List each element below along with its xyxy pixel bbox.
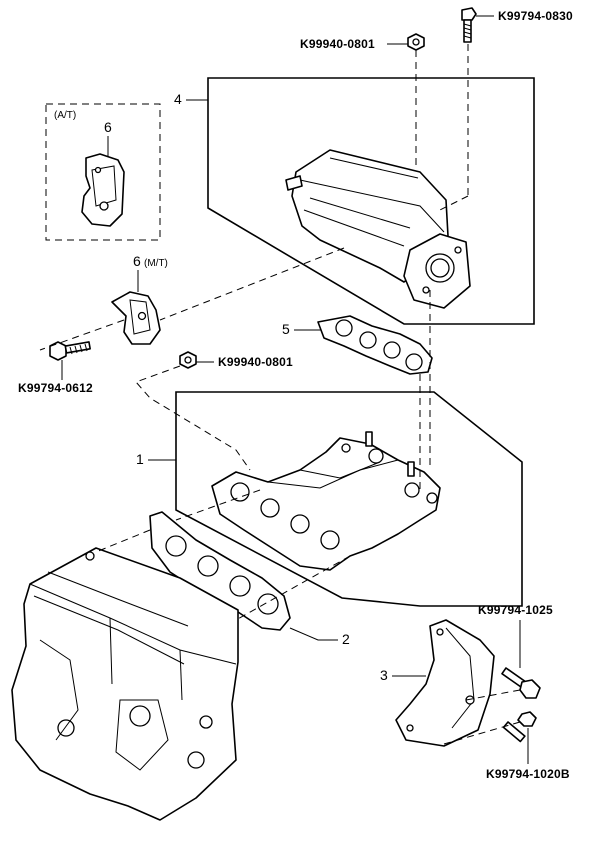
- bolt-left: [49, 341, 91, 361]
- part-number-nut-top: K99940-0801: [300, 37, 375, 51]
- item-number-1-group: 1: [136, 451, 176, 467]
- item-number-5-group: 5: [282, 321, 322, 337]
- item-number-3-group: 3: [380, 667, 426, 683]
- part-number-nut-mid: K99940-0801: [218, 355, 293, 369]
- bracket-mt-group: 6 (M/T): [111, 253, 168, 345]
- at-variant-box: [45, 103, 161, 241]
- callout-nut-mid: K99940-0801: [194, 355, 293, 369]
- callout-nut-top: K99940-0801: [300, 37, 408, 51]
- part-number-bolt-left: K99794-0612: [18, 381, 93, 395]
- nut-mid: [179, 351, 197, 369]
- part-number-bolt-bracket-upper: K99794-1025: [478, 603, 553, 617]
- bolt-bracket-upper: [501, 667, 541, 699]
- bolt-top: [461, 7, 477, 43]
- bolt-bracket-lower: [502, 711, 537, 743]
- part-number-bolt-top: K99794-0830: [498, 9, 573, 23]
- alignment-lines: [39, 44, 521, 745]
- bracket-part-group: [395, 619, 495, 747]
- callout-bolt-top: K99794-0830: [476, 9, 573, 23]
- item-number-bracket-at: 6: [104, 119, 112, 135]
- item-number-intake-manifold: 1: [136, 451, 144, 467]
- gasket-lower: [149, 511, 291, 631]
- part-number-bolt-bracket-lower: K99794-1020B: [486, 767, 570, 781]
- bracket-mt-part: [111, 291, 161, 345]
- item-number-bracket: 3: [380, 667, 388, 683]
- bracket-part: [395, 619, 495, 747]
- item-number-surge-tank: 4: [174, 91, 182, 107]
- gasket-upper: [317, 315, 433, 375]
- item-number-bracket-mt: 6: [133, 253, 141, 269]
- intake-manifold-part: [211, 437, 441, 571]
- item-number-gasket-upper: 5: [282, 321, 290, 337]
- item-number-4-group: 4: [174, 91, 208, 107]
- mt-variant-label: (M/T): [144, 258, 168, 269]
- callout-bolt-bracket-lower: K99794-1020B: [486, 728, 570, 781]
- at-variant-label: (A/T): [54, 110, 76, 121]
- bracket-at-group: (A/T) 6: [45, 103, 161, 241]
- engine-block: [11, 547, 239, 821]
- callout-bolt-left: K99794-0612: [18, 360, 93, 395]
- item-number-gasket-lower: 2: [342, 631, 350, 647]
- bracket-at-part: [81, 153, 125, 227]
- intake-manifold-group: [175, 391, 523, 607]
- item-number-2-group: 2: [289, 627, 350, 647]
- surge-tank-group: [207, 77, 535, 325]
- surge-tank-box: [207, 77, 535, 325]
- intake-manifold-box: [175, 391, 523, 607]
- nut-top: [407, 33, 425, 51]
